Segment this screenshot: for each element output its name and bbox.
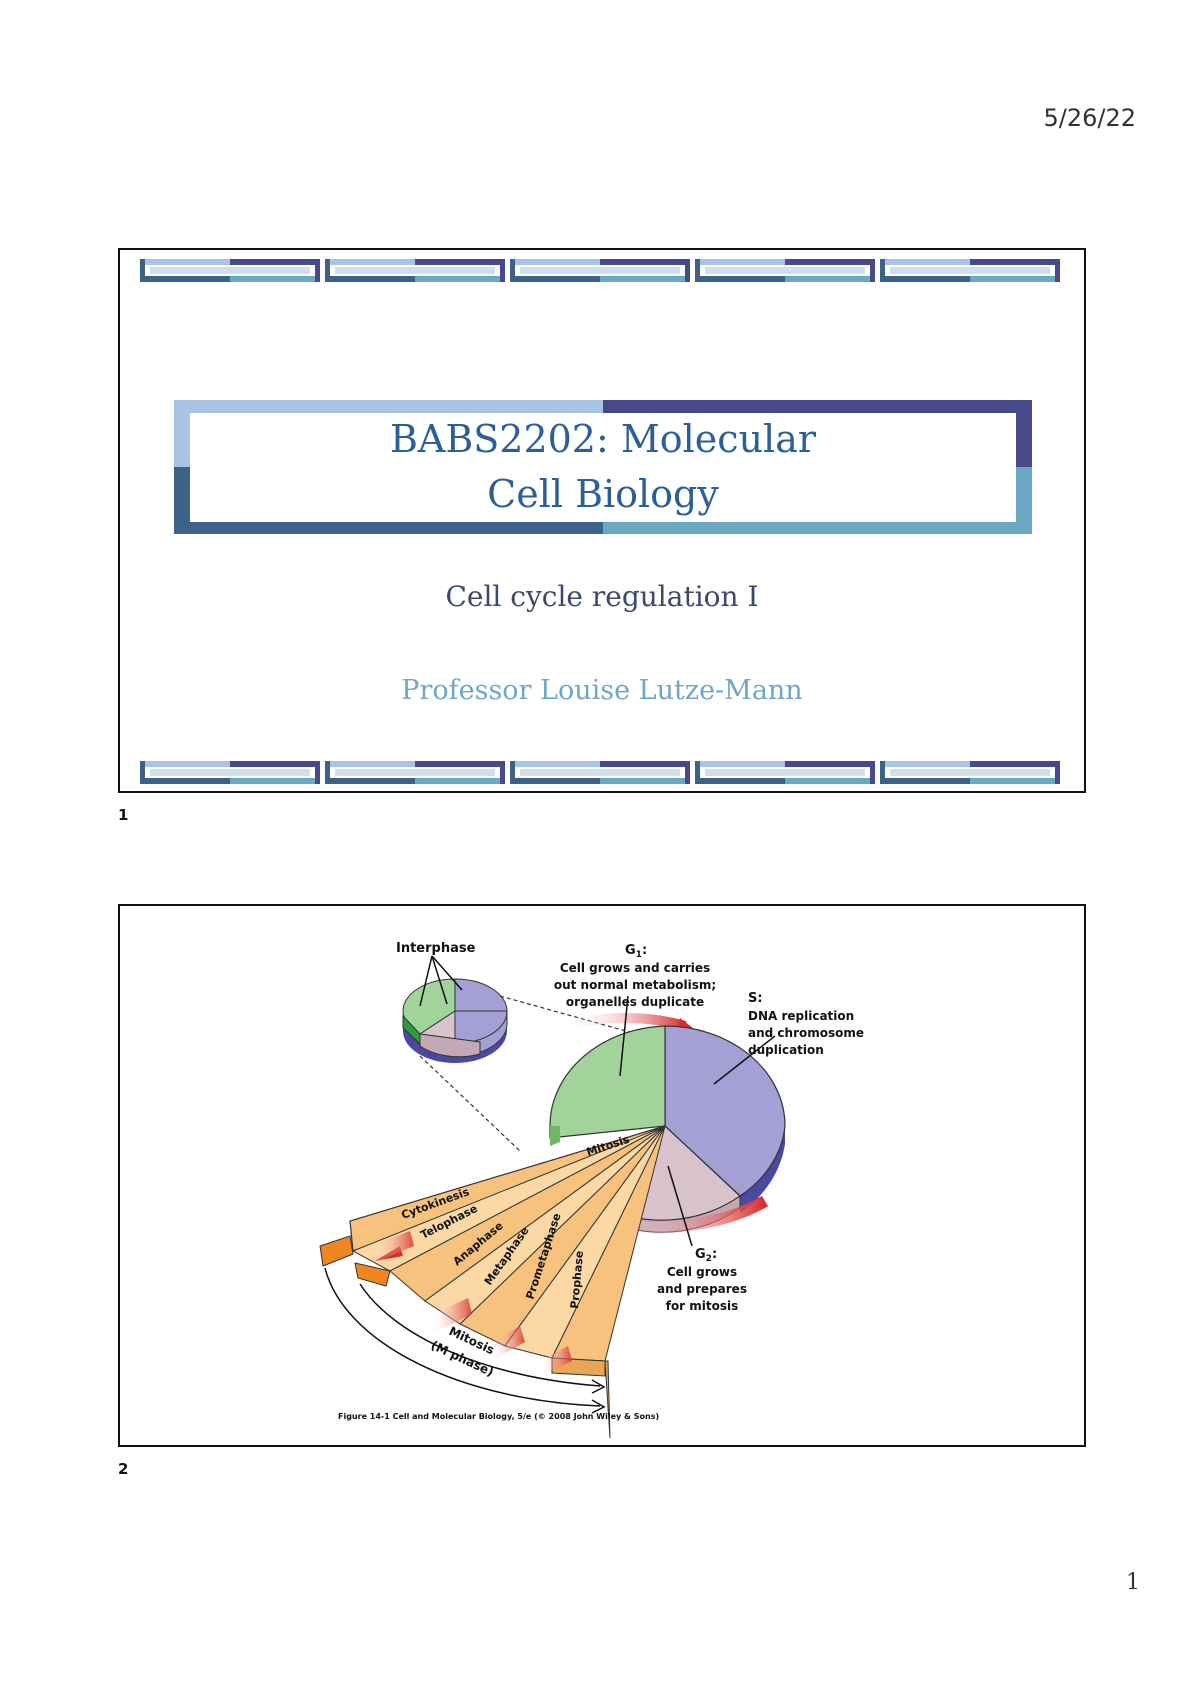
cell-cycle-big-pie — [549, 995, 786, 1247]
interphase-small-pie — [402, 955, 681, 1152]
slide-1-number: 1 — [118, 806, 129, 824]
g2-label: G2: — [695, 1247, 717, 1264]
header-bar-pattern — [140, 256, 1062, 284]
presenter-name: Professor Louise Lutze-Mann — [401, 675, 803, 706]
slide-subtitle: Cell cycle regulation I — [445, 580, 759, 613]
s-desc-1: DNA replication — [748, 1009, 854, 1023]
g1-desc-3: organelles duplicate — [566, 995, 704, 1009]
g1-desc-2: out normal metabolism; — [554, 978, 716, 992]
page-number: 1 — [1126, 1570, 1140, 1595]
g1-desc-1: Cell grows and carries — [560, 961, 710, 975]
s-desc-2: and chromosome — [748, 1026, 864, 1040]
phase-label-prophase: Prophase — [568, 1250, 586, 1309]
title-box-border — [174, 400, 1032, 534]
title-box: BABS2202: Molecular Cell Biology — [174, 400, 1032, 534]
page-date: 5/26/22 — [1043, 104, 1136, 132]
s-desc-3: duplication — [748, 1043, 824, 1057]
slide-2-number: 2 — [118, 1460, 129, 1478]
decorative-footer-bar — [140, 758, 1066, 788]
slide-title-line-2: Cell Biology — [487, 472, 719, 516]
interphase-label: Interphase — [396, 941, 476, 956]
slide-1: BABS2202: Molecular Cell Biology Cell cy… — [118, 248, 1086, 793]
g2-desc-1: Cell grows — [667, 1265, 737, 1279]
g1-label: G1: — [625, 943, 647, 960]
footer-bar-pattern — [140, 758, 1062, 786]
g2-desc-2: and prepares — [657, 1282, 747, 1296]
cell-cycle-figure: Interphase G1: Cell grows and carries ou… — [319, 941, 864, 1439]
slide-title-line-1: BABS2202: Molecular — [389, 417, 817, 461]
figure-caption: Figure 14-1 Cell and Molecular Biology, … — [338, 1412, 659, 1421]
decorative-header-bar — [140, 256, 1066, 286]
mitosis-fan — [319, 1125, 666, 1439]
g2-desc-3: for mitosis — [666, 1299, 739, 1313]
slide-title: BABS2202: Molecular Cell Biology — [174, 412, 1032, 522]
s-label: S: — [748, 991, 763, 1006]
slide-2: Interphase G1: Cell grows and carries ou… — [118, 904, 1086, 1447]
